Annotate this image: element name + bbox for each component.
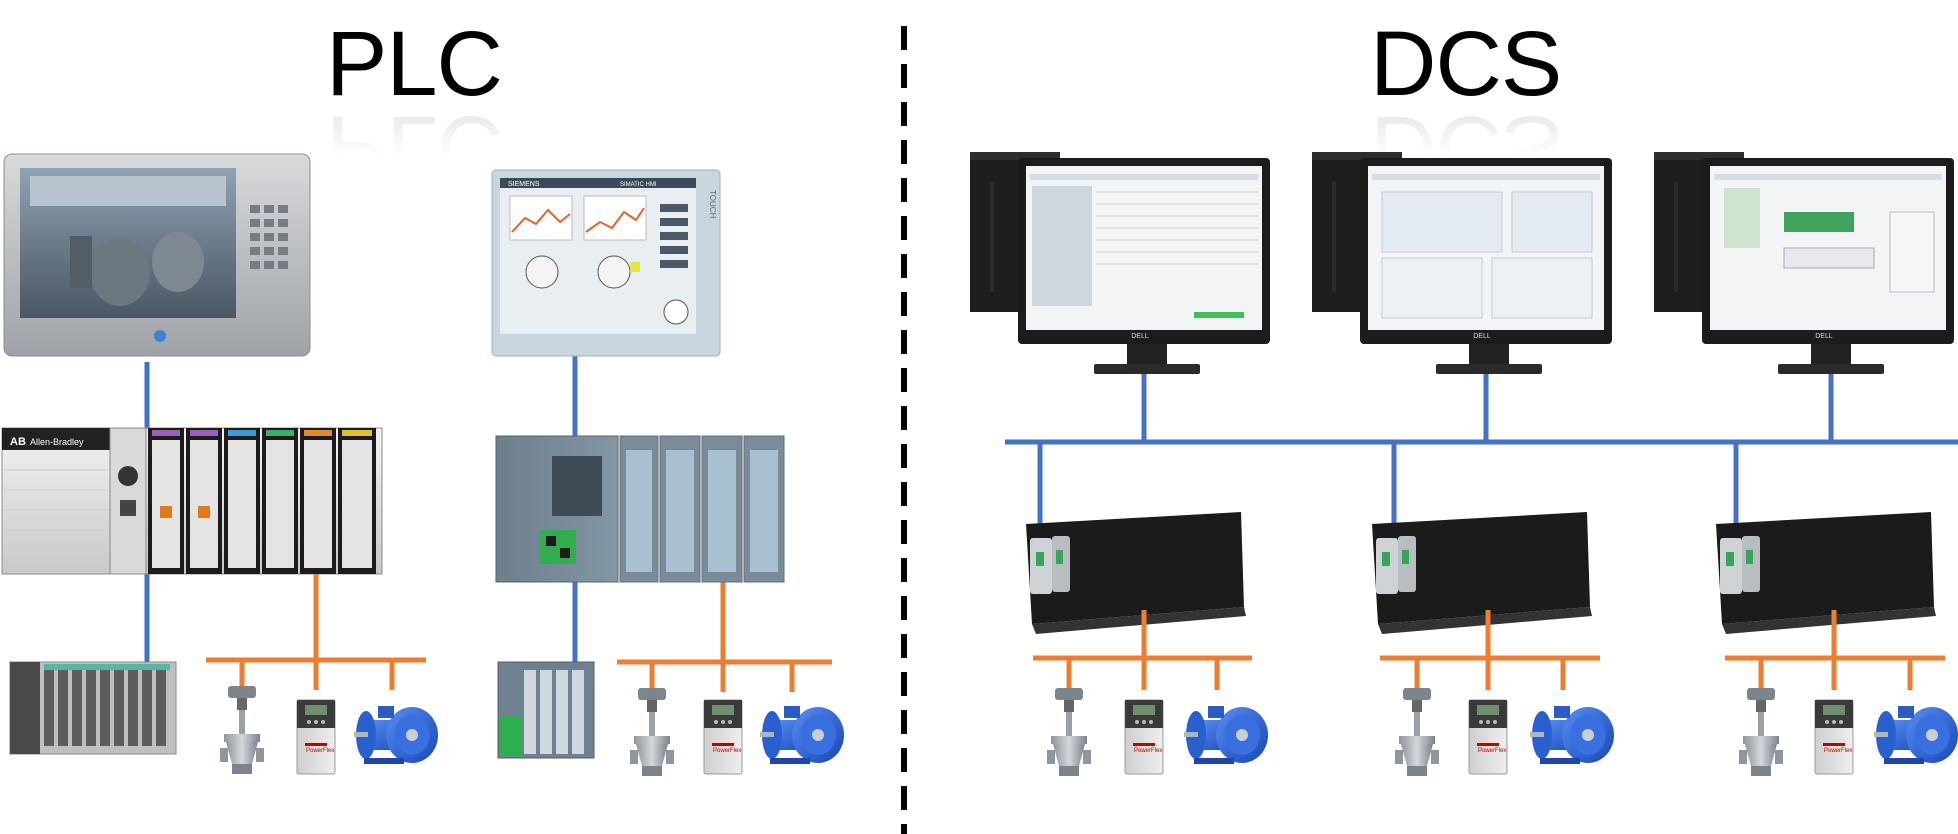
vfd-drive-icon	[1124, 699, 1164, 775]
vfd-drive-icon	[703, 699, 743, 775]
vfd-drive-icon	[1468, 699, 1508, 775]
svg-text:DELL: DELL	[1473, 333, 1491, 340]
svg-text:AB: AB	[10, 436, 26, 448]
electric-motor-icon	[1874, 706, 1958, 764]
electric-motor-icon	[760, 706, 844, 764]
electric-motor-icon	[354, 706, 438, 764]
siemens-et200-remote-io	[497, 661, 595, 759]
svg-text:PowerFlex: PowerFlex	[1478, 748, 1506, 754]
allen-bradley-remote-io	[9, 661, 177, 755]
control-valve-icon	[1047, 688, 1091, 776]
svg-text:SIEMENS: SIEMENS	[508, 181, 540, 188]
svg-text:PowerFlex: PowerFlex	[1134, 748, 1162, 754]
svg-text:PowerFlex: PowerFlex	[713, 748, 741, 754]
plc-control-links	[144, 356, 578, 668]
svg-text:SIMATIC HMI: SIMATIC HMI	[620, 182, 657, 188]
drive-brand-labels: PowerFlex PowerFlex PowerFlex PowerFlex …	[306, 748, 1852, 754]
plc-ab-field-devices	[220, 686, 438, 775]
plc-title: PLC	[326, 13, 503, 115]
svg-text:DELL: DELL	[1131, 333, 1149, 340]
svg-text:TOUCH: TOUCH	[708, 190, 717, 219]
dcs-control-network	[1005, 366, 1958, 530]
svg-text:Allen-Bradley: Allen-Bradley	[30, 437, 84, 447]
dcs-controller-io-rack-2	[1372, 512, 1592, 634]
control-valve-icon	[1739, 688, 1783, 776]
siemens-s7-1500-rack	[495, 435, 785, 583]
vfd-drive-icon	[296, 699, 336, 775]
electric-motor-icon	[1184, 706, 1268, 764]
plc-field-links	[206, 574, 832, 692]
dcs-operator-workstation-2: DELL	[1312, 152, 1612, 374]
svg-text:PowerFlex: PowerFlex	[306, 748, 334, 754]
dcs-field-devices-2	[1395, 688, 1614, 776]
control-valve-icon	[220, 686, 264, 774]
vfd-drive-icon	[1814, 699, 1854, 775]
svg-text:DELL: DELL	[1815, 333, 1833, 340]
dcs-controller-io-rack-1	[1026, 512, 1246, 634]
siemens-touch-hmi-panel: SIEMENS SIMATIC HMI TOUCH	[491, 169, 721, 357]
dcs-operator-workstation-1: DELL	[970, 152, 1270, 374]
dcs-field-links	[1033, 610, 1945, 690]
dcs-field-devices-3	[1739, 688, 1958, 776]
svg-text:PowerFlex: PowerFlex	[1824, 748, 1852, 754]
dcs-field-devices-1	[1047, 688, 1268, 776]
dcs-controller-io-rack-3	[1716, 512, 1936, 634]
dcs-title: DCS	[1370, 13, 1562, 115]
control-valve-icon	[1395, 688, 1439, 776]
allen-bradley-hmi-panel	[3, 153, 311, 357]
dcs-operator-workstation-3: DELL	[1654, 152, 1954, 374]
control-valve-icon	[630, 688, 674, 776]
allen-bradley-controllogix-rack: AB Allen-Bradley	[1, 427, 383, 575]
electric-motor-icon	[1530, 706, 1614, 764]
plc-siemens-field-devices	[630, 688, 844, 776]
